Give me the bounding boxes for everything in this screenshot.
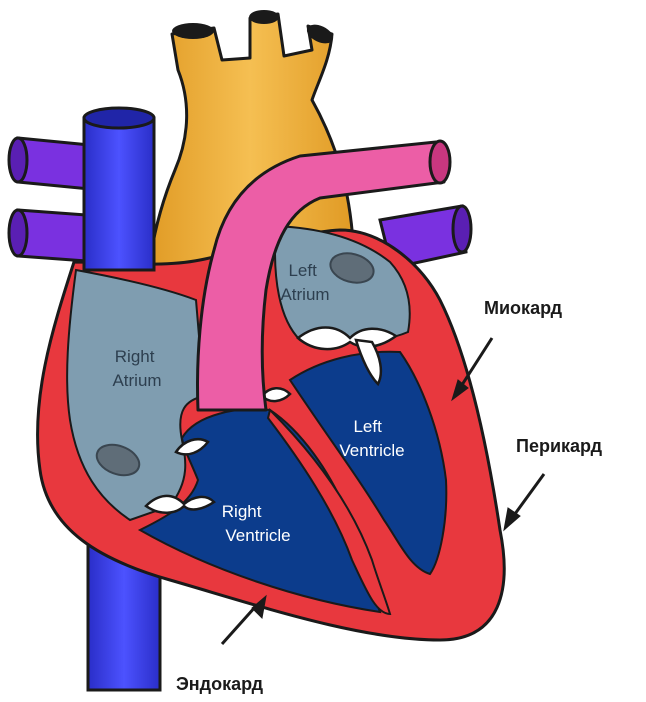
superior-vena-cava bbox=[84, 108, 154, 270]
endocardium-label: Эндокард bbox=[176, 674, 264, 694]
myocardium-label: Миокард bbox=[484, 298, 563, 318]
pericardium-arrow bbox=[504, 474, 544, 530]
pericardium-label: Перикард bbox=[516, 436, 603, 456]
